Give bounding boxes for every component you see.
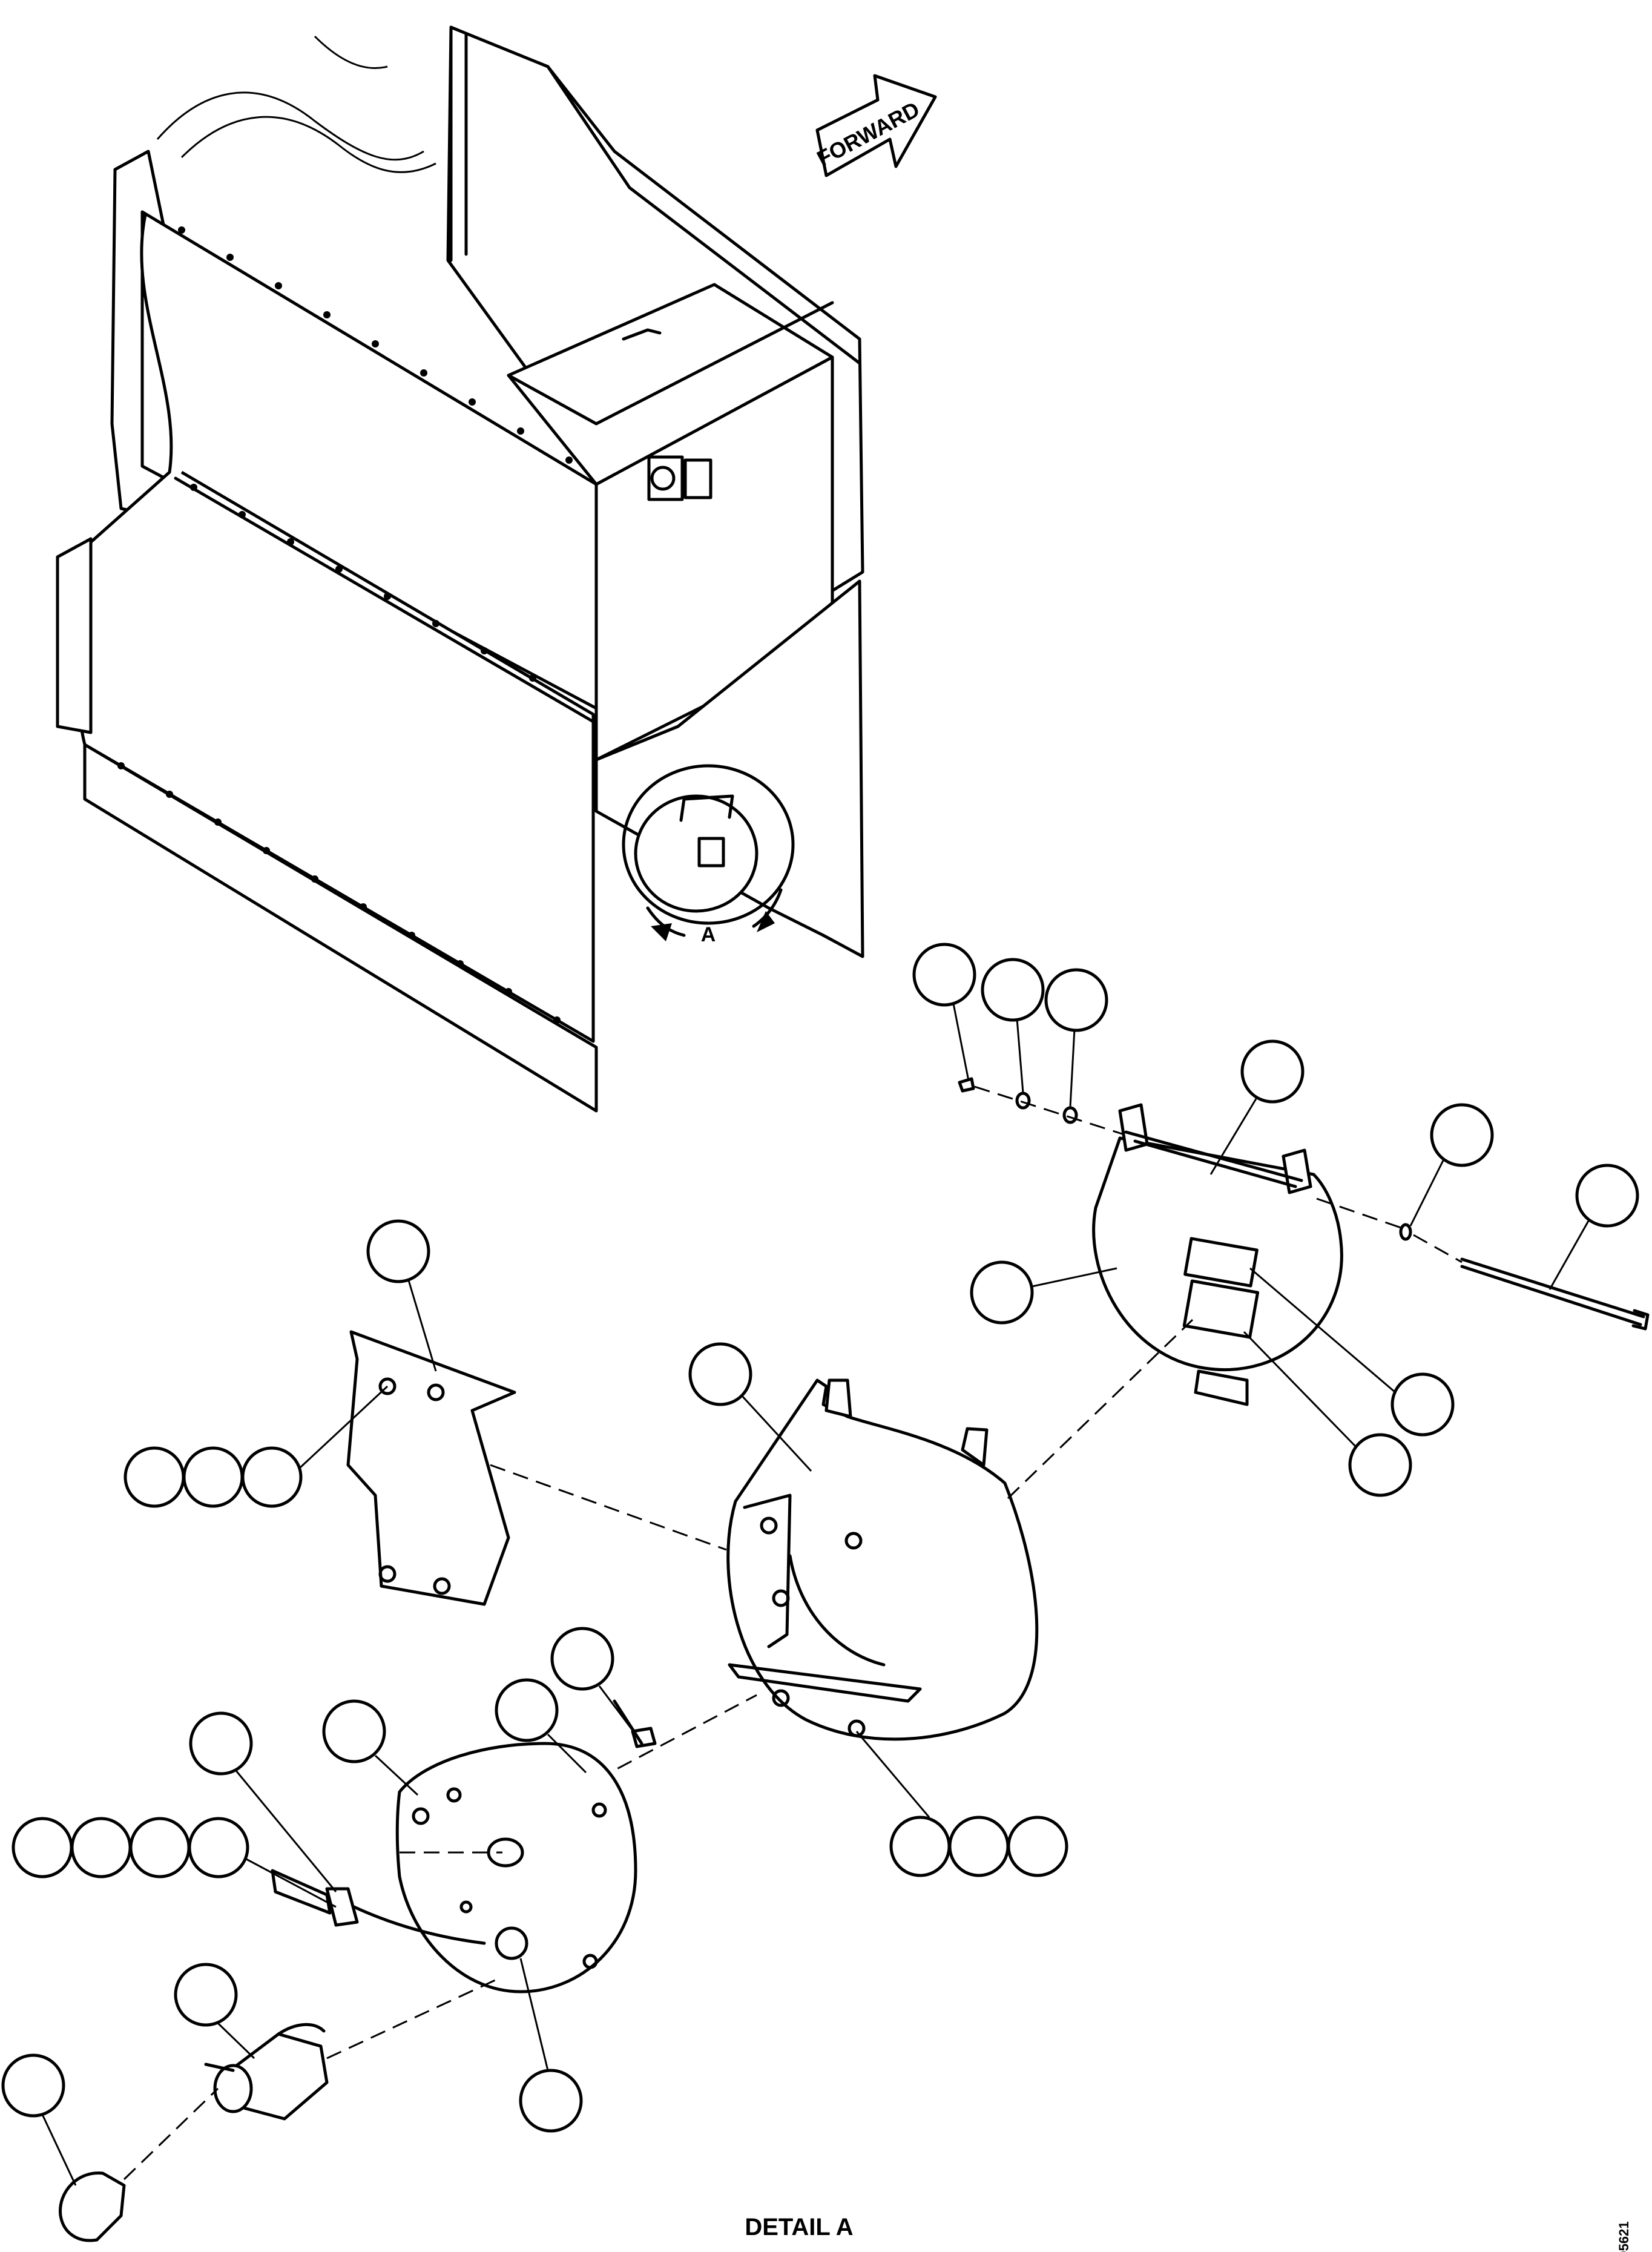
callout-balloon: [688, 1342, 752, 1406]
callout-balloon: [1390, 1372, 1455, 1437]
callout-balloon: [366, 1219, 430, 1283]
callout-balloon: [1, 2053, 65, 2118]
callout-balloon: [981, 958, 1045, 1022]
callout-balloon: [948, 1816, 1010, 1877]
view-marker-a: A: [701, 923, 716, 946]
callout-balloon: [12, 1817, 73, 1878]
callout-balloon: [182, 1446, 244, 1508]
callout-balloon: [495, 1678, 559, 1742]
callout-balloon: [889, 1816, 951, 1877]
callout-balloon: [188, 1817, 249, 1878]
callout-balloon: [550, 1627, 614, 1691]
callout-balloon: [1430, 1103, 1494, 1167]
callout-balloon: [70, 1817, 132, 1878]
callout-balloon: [174, 1963, 238, 2027]
detail-a-title: DETAIL A: [745, 2214, 853, 2240]
callout-balloon: [970, 1260, 1034, 1325]
figure-number: 95621: [1616, 2221, 1631, 2252]
callout-balloon: [1007, 1816, 1068, 1877]
callout-balloon: [129, 1817, 191, 1878]
callout-balloon: [519, 2069, 583, 2133]
panel-fastener-dots: [117, 226, 573, 1024]
callout-balloon: [1240, 1039, 1305, 1104]
callout-balloon: [241, 1446, 303, 1508]
forward-arrow-icon: FORWARD: [813, 74, 937, 177]
callout-balloon: [123, 1446, 185, 1508]
callout-balloons: [1, 943, 1639, 2186]
callout-balloon: [1044, 968, 1108, 1032]
callout-balloon: [1575, 1164, 1639, 1228]
callout-balloon: [322, 1699, 386, 1763]
callout-balloon: [912, 943, 976, 1007]
callout-balloon: [1348, 1433, 1412, 1497]
callout-balloon: [189, 1711, 253, 1776]
detail-a-exploded-view: [59, 1077, 1650, 2242]
machine-assembly: [56, 25, 864, 1113]
